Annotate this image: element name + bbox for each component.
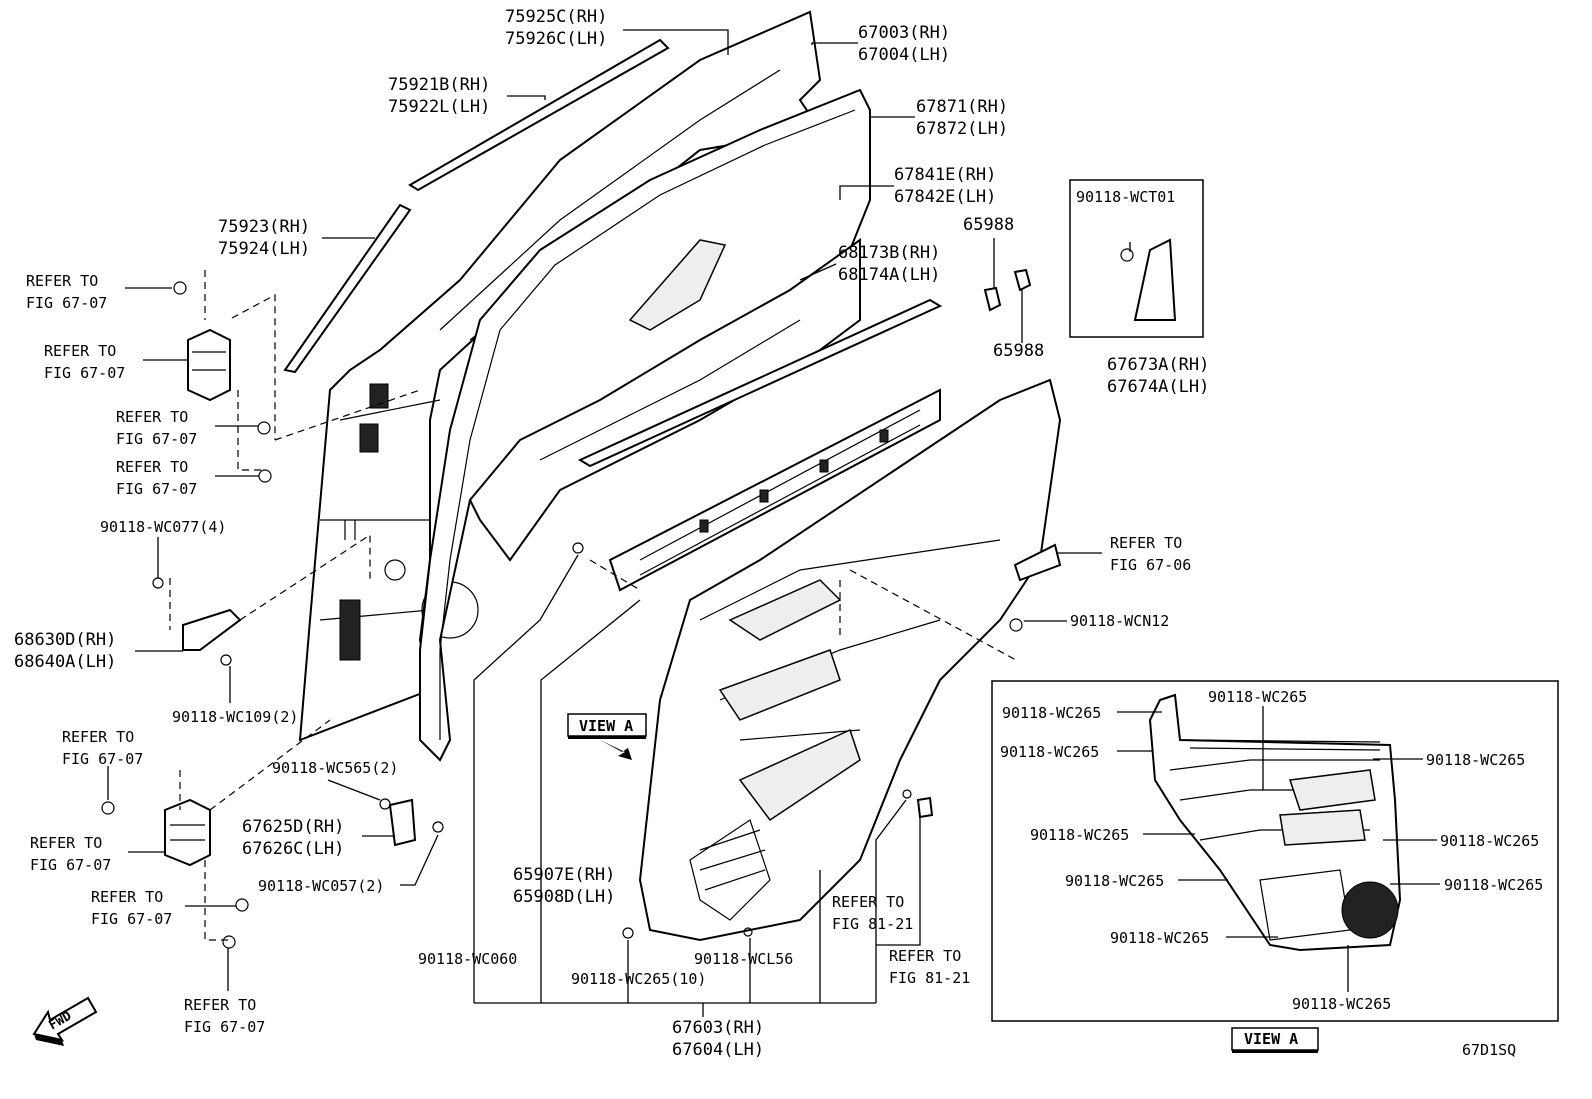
inset-label-wc265-1: 90118-WC265 bbox=[1002, 704, 1101, 722]
label-view-a-arrow: VIEW A bbox=[579, 717, 633, 735]
label-p75925-line1: 75925C(RH) bbox=[505, 7, 607, 27]
belt-molding-strips bbox=[283, 38, 670, 374]
view-a-arrow bbox=[567, 713, 647, 760]
clip-wcn12 bbox=[1009, 618, 1023, 632]
inset-label-wc265-10: 90118-WC265 bbox=[1292, 995, 1391, 1013]
label-refer5-line2: FIG 67-07 bbox=[62, 750, 143, 768]
clip-wc265-10 bbox=[622, 927, 634, 939]
label-p68630-line2: 68640A(LH) bbox=[14, 652, 116, 672]
inset-label-wc265-3: 90118-WC265 bbox=[1208, 688, 1307, 706]
label-p67625-line2: 67626C(LH) bbox=[242, 839, 344, 859]
label-refer6-line2: FIG 67-07 bbox=[30, 856, 111, 874]
label-refer-8121a-line2: FIG 81-21 bbox=[832, 915, 913, 933]
label-p75921-line1: 75921B(RH) bbox=[388, 75, 490, 95]
label-p90118wcn12: 90118-WCN12 bbox=[1070, 612, 1169, 630]
label-p90118wc265-10: 90118-WC265(10) bbox=[571, 970, 706, 988]
label-p75923-line2: 75924(LH) bbox=[218, 239, 310, 259]
label-p90118wc057: 90118-WC057(2) bbox=[258, 877, 384, 895]
label-p65907-line2: 65908D(LH) bbox=[513, 887, 615, 907]
label-p67603-line2: 67604(LH) bbox=[672, 1040, 764, 1060]
part-8121b bbox=[916, 796, 934, 819]
label-refer-6706-line2: FIG 67-06 bbox=[1110, 556, 1191, 574]
label-refer5-line1: REFER TO bbox=[62, 728, 134, 746]
label-p90118wc565: 90118-WC565(2) bbox=[272, 759, 398, 777]
leader-lines bbox=[107, 29, 1131, 1017]
view-a-inset bbox=[991, 680, 1559, 1022]
inset-label-wc265-8: 90118-WC265 bbox=[1444, 876, 1543, 894]
fwd-arrow-icon bbox=[32, 996, 98, 1046]
label-p75925-line2: 75926C(LH) bbox=[505, 29, 607, 49]
clip-wcl56 bbox=[743, 927, 753, 937]
label-p67673-line1: 67673A(RH) bbox=[1107, 355, 1209, 375]
label-p68173-line1: 68173B(RH) bbox=[838, 243, 940, 263]
label-figure-code: 67D1SQ bbox=[1462, 1041, 1516, 1059]
label-refer-6706-line1: REFER TO bbox=[1110, 534, 1182, 552]
door-weatherstrip bbox=[419, 88, 871, 762]
label-p67003-line2: 67004(LH) bbox=[858, 45, 950, 65]
label-refer-8121a-line1: REFER TO bbox=[832, 893, 904, 911]
label-p65988a: 65988 bbox=[963, 215, 1014, 235]
label-p75923-line1: 75923(RH) bbox=[218, 217, 310, 237]
label-p90118wcl56: 90118-WCL56 bbox=[694, 950, 793, 968]
label-p67603-line1: 67603(RH) bbox=[672, 1018, 764, 1038]
label-refer-8121b-line1: REFER TO bbox=[889, 947, 961, 965]
label-refer3-line2: FIG 67-07 bbox=[116, 430, 197, 448]
label-p65907-line1: 65907E(RH) bbox=[513, 865, 615, 885]
garnish-67673 bbox=[1120, 238, 1177, 321]
service-hole-cover bbox=[468, 238, 861, 562]
label-refer2-line1: REFER TO bbox=[44, 342, 116, 360]
label-p67871-line2: 67872(LH) bbox=[916, 119, 1008, 139]
door-trim-board bbox=[638, 378, 1062, 942]
label-refer7-line2: FIG 67-07 bbox=[91, 910, 172, 928]
label-p67003-line1: 67003(RH) bbox=[858, 23, 950, 43]
door-checker bbox=[152, 577, 242, 666]
label-refer4-line2: FIG 67-07 bbox=[116, 480, 197, 498]
label-p67625-line1: 67625D(RH) bbox=[242, 817, 344, 837]
label-p67871-line1: 67871(RH) bbox=[916, 97, 1008, 117]
clip-wc060 bbox=[572, 542, 584, 554]
label-refer1-line2: FIG 67-07 bbox=[26, 294, 107, 312]
inset-label-wc265-6: 90118-WC265 bbox=[1440, 832, 1539, 850]
label-p90118wc077: 90118-WC077(4) bbox=[100, 518, 226, 536]
label-refer1-line1: REFER TO bbox=[26, 272, 98, 290]
label-view-a-caption: VIEW A bbox=[1244, 1030, 1298, 1048]
part-labels: 75925C(RH)75926C(LH) 67003(RH)67004(LH) 75… bbox=[14, 7, 1543, 1060]
label-p67841-line1: 67841E(RH) bbox=[894, 165, 996, 185]
bracket-67625 bbox=[379, 798, 444, 847]
part-6706 bbox=[1013, 543, 1062, 582]
label-p90118wc109: 90118-WC109(2) bbox=[172, 708, 298, 726]
label-p90118wct01: 90118-WCT01 bbox=[1076, 188, 1175, 206]
label-p68630-line1: 68630D(RH) bbox=[14, 630, 116, 650]
armrest-base bbox=[608, 388, 941, 592]
label-p67841-line2: 67842E(LH) bbox=[894, 187, 996, 207]
wct01-box bbox=[1069, 179, 1204, 338]
inset-label-wc265-4: 90118-WC265 bbox=[1426, 751, 1525, 769]
upper-hinge bbox=[173, 281, 272, 483]
label-refer4-line1: REFER TO bbox=[116, 458, 188, 476]
view-a-caption-box bbox=[1231, 1027, 1319, 1053]
label-p65988b: 65988 bbox=[993, 341, 1044, 361]
label-p68173-line2: 68174A(LH) bbox=[838, 265, 940, 285]
label-refer8-line2: FIG 67-07 bbox=[184, 1018, 265, 1036]
clip-8121a bbox=[902, 789, 912, 799]
inset-label-wc265-5: 90118-WC265 bbox=[1030, 826, 1129, 844]
label-refer7-line1: REFER TO bbox=[91, 888, 163, 906]
lower-hinge bbox=[101, 798, 249, 949]
inset-label-wc265-9: 90118-WC265 bbox=[1110, 929, 1209, 947]
clips-65988 bbox=[983, 268, 1032, 312]
label-refer-8121b-line2: FIG 81-21 bbox=[889, 969, 970, 987]
dashed-lines bbox=[169, 270, 1017, 941]
label-refer3-line1: REFER TO bbox=[116, 408, 188, 426]
label-p90118wc060: 90118-WC060 bbox=[418, 950, 517, 968]
label-refer8-line1: REFER TO bbox=[184, 996, 256, 1014]
label-p75921-line2: 75922L(LH) bbox=[388, 97, 490, 117]
label-p67673-line2: 67674A(LH) bbox=[1107, 377, 1209, 397]
inset-label-wc265-7: 90118-WC265 bbox=[1065, 872, 1164, 890]
inner-weatherstrip bbox=[577, 298, 943, 468]
label-refer2-line2: FIG 67-07 bbox=[44, 364, 125, 382]
inset-label-wc265-2: 90118-WC265 bbox=[1000, 743, 1099, 761]
label-refer6-line1: REFER TO bbox=[30, 834, 102, 852]
